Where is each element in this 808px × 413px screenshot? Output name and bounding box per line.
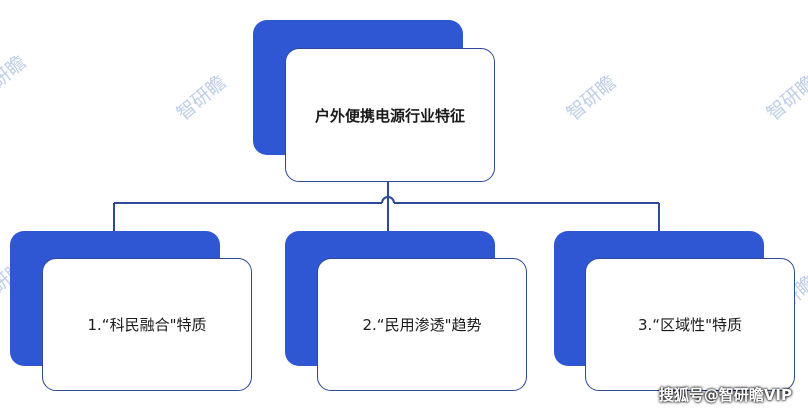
source-credit: 搜狐号@智研瞻VIP bbox=[658, 386, 792, 404]
branch-bar-hop bbox=[381, 196, 395, 204]
child-card-2: 2.“民用渗透"趋势 bbox=[317, 258, 527, 391]
child-label-2: 2.“民用渗透"趋势 bbox=[362, 316, 482, 334]
child-card-1: 1.“科民融合"特质 bbox=[42, 258, 252, 391]
child-card-3: 3.“区域性"特质 bbox=[585, 258, 795, 391]
root-label: 户外便携电源行业特征 bbox=[314, 106, 465, 125]
child-label-3: 3.“区域性"特质 bbox=[638, 316, 742, 334]
root-card: 户外便携电源行业特征 bbox=[285, 48, 495, 182]
child-label-1: 1.“科民融合"特质 bbox=[87, 316, 207, 334]
